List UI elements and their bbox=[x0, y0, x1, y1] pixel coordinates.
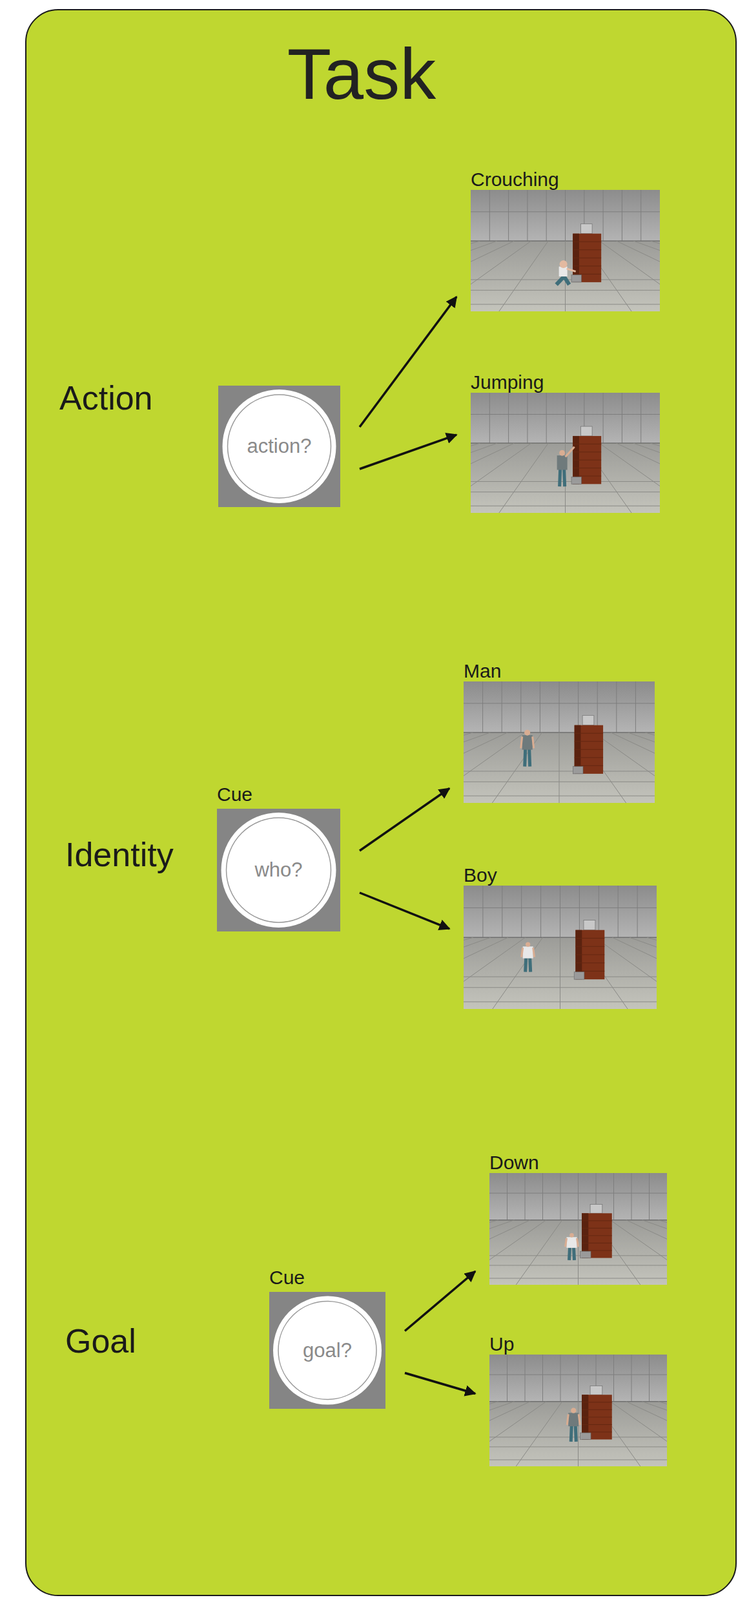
cue-arrow bbox=[359, 434, 457, 469]
cue-box: action? bbox=[218, 385, 341, 507]
stimulus-image: Man bbox=[463, 660, 655, 803]
cue-box: Cuegoal? bbox=[269, 1291, 386, 1409]
scene-render bbox=[470, 392, 660, 513]
image-caption: Jumping bbox=[470, 371, 660, 393]
image-caption: Man bbox=[463, 660, 655, 682]
cue-word: goal? bbox=[269, 1337, 386, 1364]
cue-arrow bbox=[359, 787, 450, 851]
scene-render bbox=[470, 189, 660, 312]
stimulus-image: Down bbox=[489, 1151, 667, 1285]
cue-heading: Cue bbox=[269, 1265, 305, 1289]
stimulus-image: Jumping bbox=[470, 371, 660, 513]
cue-arrow bbox=[359, 892, 450, 929]
stimulus-image: Crouching bbox=[470, 169, 660, 312]
image-caption: Down bbox=[489, 1151, 667, 1173]
image-caption: Up bbox=[489, 1333, 667, 1354]
green-panel bbox=[25, 9, 737, 1595]
cue-arrow bbox=[404, 1372, 476, 1394]
scene-render bbox=[463, 885, 657, 1009]
image-caption: Boy bbox=[463, 864, 657, 886]
cue-word: action? bbox=[218, 433, 341, 460]
cue-heading: Cue bbox=[216, 782, 253, 806]
scene-render bbox=[489, 1172, 667, 1285]
figure-title: Task bbox=[232, 32, 491, 117]
scene-render bbox=[489, 1353, 667, 1466]
row-label: Action bbox=[59, 378, 154, 418]
image-caption: Crouching bbox=[470, 169, 660, 190]
row-label: Goal bbox=[65, 1321, 137, 1360]
cue-arrow bbox=[404, 1270, 476, 1331]
cue-box: Cuewho? bbox=[216, 808, 341, 932]
stimulus-image: Up bbox=[489, 1333, 667, 1466]
stimulus-image: Boy bbox=[463, 864, 657, 1009]
scene-render bbox=[463, 681, 655, 803]
cue-arrow bbox=[359, 296, 457, 427]
cue-word: who? bbox=[216, 856, 341, 883]
row-label: Identity bbox=[65, 834, 174, 874]
